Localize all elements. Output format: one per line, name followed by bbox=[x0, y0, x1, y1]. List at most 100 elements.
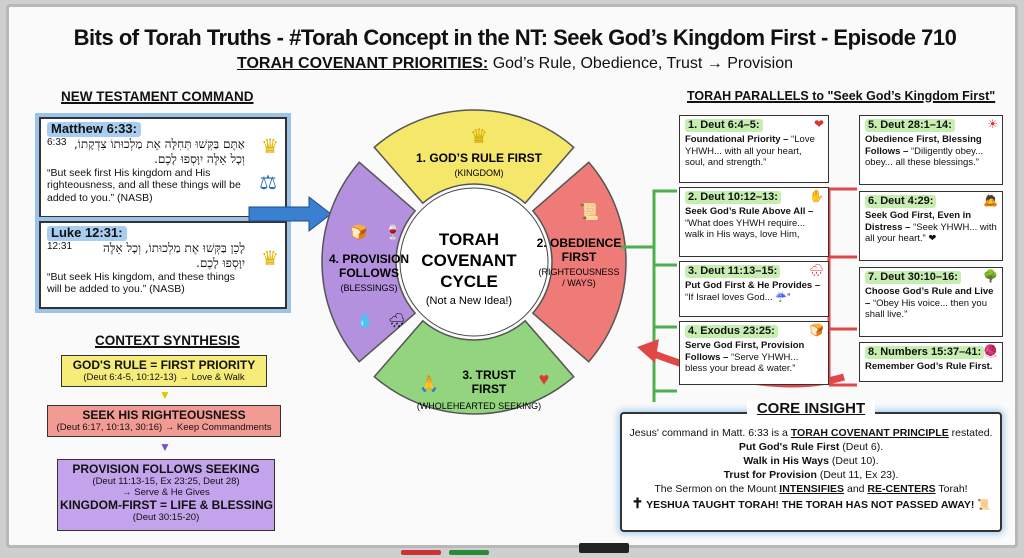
segment-3-sub: (WHOLEHEARTED SEEKING) bbox=[417, 401, 541, 411]
cycle-diagram: TORAH COVENANT CYCLE (Not a New Idea!) 1… bbox=[248, 109, 857, 415]
parallel-ref: 7. Deut 30:10–16: bbox=[865, 271, 961, 284]
matthew-english: “But seek first His kingdom and His righ… bbox=[47, 166, 241, 204]
hand-icon: ✋ bbox=[809, 189, 824, 203]
segment-1-sub: (KINGDOM) bbox=[455, 168, 504, 178]
subtitle-bold: TORAH COVENANT PRIORITIES: bbox=[236, 55, 489, 72]
green-marker bbox=[449, 550, 489, 555]
synthesis-box-gods-rule: GOD'S RULE = FIRST PRIORITY(Deut 6:4-5, … bbox=[61, 355, 267, 387]
parallel-box-4: 4. Exodus 23:25: Serve God First, Provisi… bbox=[679, 321, 829, 385]
parallel-title: Obedience First, Blessing Follows – bbox=[865, 134, 982, 157]
core-line-6: ✝ YESHUA TAUGHT TORAH! THE TORAH HAS NOT… bbox=[631, 495, 991, 511]
synthesis-box3-title2: KINGDOM-FIRST = LIFE & BLESSING bbox=[60, 498, 274, 512]
synthesis-box3-sub3: (Deut 30:15-20) bbox=[132, 512, 200, 523]
crown-icon: ♛ bbox=[470, 126, 488, 148]
parallel-ref: 4. Exodus 23:25: bbox=[685, 325, 778, 338]
core-line-5: The Sermon on the Mount INTENSIFIES and … bbox=[654, 483, 968, 495]
synthesis-heading: CONTEXT SYNTHESIS bbox=[95, 333, 240, 348]
cycle-segment-4 bbox=[321, 161, 417, 363]
luke-hebrew: לָכֵן בַּקְּשׁוּ אֶת מַלְכוּתוֹ, וְכָל א… bbox=[102, 240, 245, 270]
parallel-box-2: 2. Deut 10:12–13:Seek God’s Rule Above A… bbox=[679, 187, 829, 257]
parallel-title: Seek God First, Even in Distress – bbox=[865, 210, 972, 233]
arrow-down-icon: ▼ bbox=[159, 388, 171, 402]
parallel-quote: “Diligently obey... obey... all these bl… bbox=[865, 145, 984, 169]
red-marker bbox=[401, 550, 441, 555]
subtitle-rest: God’s Rule, Obedience, Trust → Provision bbox=[488, 55, 793, 72]
bread-icon: 🍞 bbox=[350, 224, 367, 241]
cycle-center-1: TORAH bbox=[439, 230, 499, 249]
segment-2-title2: FIRST bbox=[562, 250, 597, 264]
crown-icon: ♛ bbox=[261, 136, 279, 158]
whiteboard: Bits of Torah Truths - #Torah Concept in… bbox=[6, 4, 1021, 555]
parallel-quote: “Serve YHWH... bless your bread & water.… bbox=[685, 351, 799, 375]
matthew-num: 6:33 bbox=[47, 136, 67, 148]
synthesis-box-righteousness: SEEK HIS RIGHTEOUSNESS(Deut 6:17, 10:13,… bbox=[47, 405, 281, 437]
parallel-quote: “Obey His voice... then you shall live.” bbox=[865, 297, 987, 321]
core-line-4: Trust for Provision (Deut 11, Ex 23). bbox=[723, 469, 899, 481]
parallel-title: Foundational Priority – bbox=[685, 134, 789, 145]
parallel-title: Remember God’s Rule First. bbox=[865, 361, 993, 372]
segment-2-sub2: / WAYS) bbox=[562, 278, 596, 288]
segment-4-sub: (BLESSINGS) bbox=[340, 283, 397, 293]
blue-arrow-icon bbox=[248, 195, 332, 233]
synthesis-box3-sub: (Deut 11:13-15, Ex 23:25, Deut 28) bbox=[92, 476, 240, 487]
cup-icon: 🍷 bbox=[384, 224, 401, 241]
parallel-quote: “Seek YHWH... with all your heart.” ❤ bbox=[865, 221, 997, 245]
synthesis-box-provision: PROVISION FOLLOWS SEEKING (Deut 11:13-15… bbox=[57, 459, 275, 531]
heart-icon: ❤ bbox=[813, 117, 824, 131]
heart-icon: ♥ bbox=[539, 369, 550, 389]
green-connector bbox=[621, 189, 677, 402]
tassel-icon: 🧶 bbox=[983, 344, 998, 358]
parallel-box-1: 1. Deut 6:4–5:Foundational Priority – “L… bbox=[679, 115, 829, 183]
parallel-box-7: 7. Deut 30:10–16: Choose God’s Rule and L… bbox=[859, 267, 1003, 337]
matthew-box: Matthew 6:33: 6:33 אַתֶּם בַּקְּשׁוּ תְּ… bbox=[39, 117, 287, 218]
cycle-segment-3 bbox=[373, 319, 575, 415]
cycle-center-sub: (Not a New Idea!) bbox=[426, 295, 512, 307]
nt-heading: NEW TESTAMENT COMMAND bbox=[61, 89, 254, 104]
rain-icon: 🌧 bbox=[808, 263, 824, 277]
arrow-down-icon: ▼ bbox=[159, 440, 171, 454]
parallel-quote: “If Israel loves God... ☔” bbox=[685, 291, 791, 303]
segment-3-title2: FIRST bbox=[472, 382, 507, 396]
person-icon: 🙇 bbox=[983, 193, 998, 207]
synthesis-box3-sub2: → Serve & He Gives bbox=[122, 487, 210, 498]
cycle-center-3: CYCLE bbox=[440, 272, 498, 291]
luke-num: 12:31 bbox=[47, 240, 73, 252]
parallel-title: Serve God First, Provision Follows – bbox=[685, 340, 805, 363]
water-drop-icon: 💧 bbox=[356, 312, 373, 329]
cycle-center-2: COVENANT bbox=[421, 251, 517, 270]
torah-scroll-icon: 📜 bbox=[977, 499, 991, 511]
cycle-segment-1 bbox=[373, 109, 575, 205]
segment-3-title: 3. TRUST bbox=[462, 368, 516, 382]
scales-icon: ⚖ bbox=[259, 172, 277, 194]
luke-box: Luke 12:31: 12:31 לָכֵן בַּקְּשׁוּ אֶת מ… bbox=[39, 221, 287, 309]
luke-english: “But seek His kingdom, and these things … bbox=[47, 270, 235, 296]
core-line-1: Jesus' command in Matt. 6:33 is a TORAH … bbox=[629, 427, 993, 439]
matthew-hebrew: אַתֶּם בַּקְּשׁוּ תְּחִלָּה אֶת מַלְכוּת… bbox=[73, 136, 245, 166]
parallel-box-8: 8. Numbers 15:37–41:Remember God’s Rule … bbox=[859, 342, 1003, 382]
parallel-box-5: 5. Deut 28:1–14: Obedience First, Blessin… bbox=[859, 115, 1003, 185]
parallel-quote: “Love YHWH... with all your heart, soul,… bbox=[685, 134, 815, 168]
parallel-box-6: 6. Deut 4:29: Seek God First, Even in Dis… bbox=[859, 191, 1003, 261]
cross-icon: ✝ bbox=[631, 495, 644, 511]
parallel-ref: 6. Deut 4:29: bbox=[865, 195, 937, 208]
core-insight-box: CORE INSIGHT Jesus' command in Matt. 6:3… bbox=[620, 400, 1002, 532]
parallel-ref: 5. Deut 28:1–14: bbox=[865, 119, 955, 132]
segment-2-title: 2. OBEDIENCE bbox=[537, 236, 622, 250]
synthesis-box3-title: PROVISION FOLLOWS SEEKING bbox=[72, 462, 260, 476]
core-insight-heading: CORE INSIGHT bbox=[622, 400, 1000, 417]
bread-icon: 🍞 bbox=[809, 323, 824, 337]
parallel-title: Choose God’s Rule and Live – bbox=[865, 286, 994, 309]
synthesis-box2-title: SEEK HIS RIGHTEOUSNESS bbox=[82, 408, 246, 422]
red-connector bbox=[827, 187, 857, 387]
parallel-ref: 3. Deut 11:13–15: bbox=[685, 265, 781, 278]
page-title: Bits of Torah Truths - #Torah Concept in… bbox=[73, 25, 957, 50]
parallel-box-3: 3. Deut 11:13–15: Put God First & He Prov… bbox=[679, 261, 829, 317]
crown-icon: ♛ bbox=[261, 248, 279, 270]
subtitle: TORAH COVENANT PRIORITIES: God’s Rule, O… bbox=[9, 55, 1021, 73]
core-line-2: Put God's Rule First (Deut 6). bbox=[738, 441, 884, 453]
luke-ref: Luke 12:31: bbox=[47, 226, 127, 241]
tree-icon: 🌳 bbox=[983, 269, 998, 283]
eraser bbox=[579, 543, 629, 553]
parallel-quote: “What does YHWH require... walk in His w… bbox=[685, 217, 806, 241]
parallel-title: Put God First & He Provides – bbox=[685, 280, 821, 291]
